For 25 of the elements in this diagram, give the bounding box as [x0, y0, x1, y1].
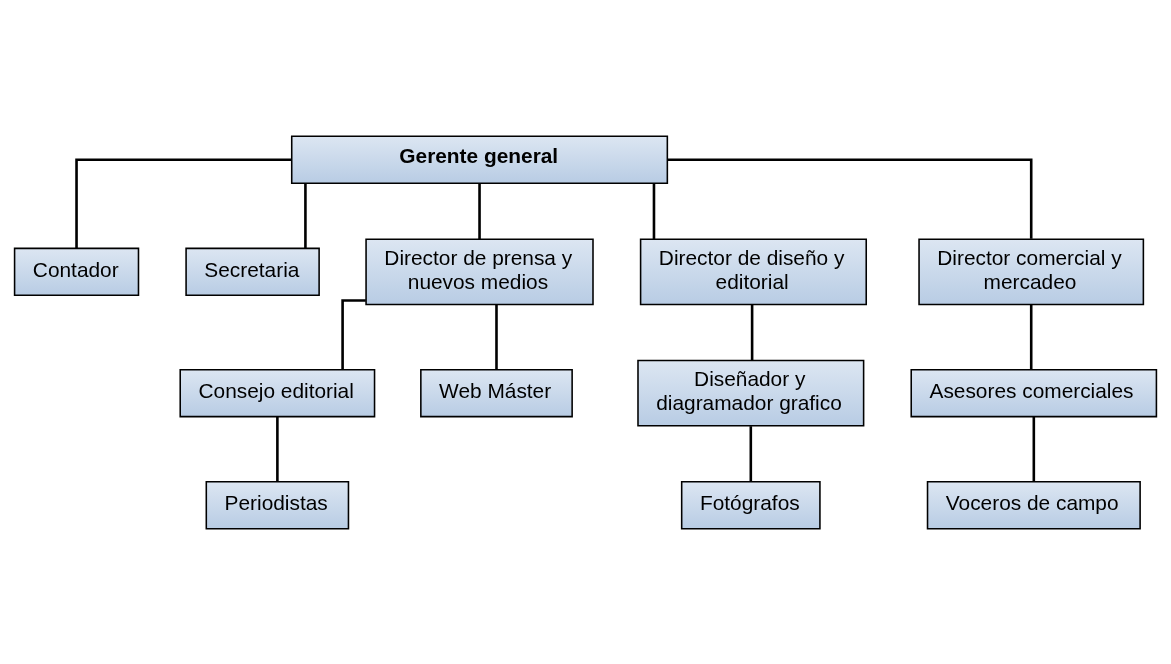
connector — [652, 183, 656, 239]
connector — [750, 304, 754, 360]
node-box: Secretaria — [185, 247, 320, 296]
connector — [1032, 416, 1036, 482]
connector — [749, 425, 753, 482]
node-box: Director de prensa y nuevos medios — [365, 237, 594, 305]
node-box: Diseñador y diagramador grafico — [637, 359, 865, 427]
connector — [495, 304, 498, 370]
connector — [667, 157, 1033, 239]
node-box: Gerente general — [290, 134, 669, 184]
connector — [75, 157, 292, 248]
node-box: Fotógrafos — [680, 480, 821, 530]
node-box: Director comercial y mercadeo — [918, 237, 1145, 305]
node-box: Contador — [13, 247, 140, 296]
connector — [304, 183, 307, 248]
connector — [276, 416, 279, 482]
node-box: Voceros de campo — [926, 480, 1141, 530]
node-box: Asesores comerciales — [910, 368, 1158, 417]
node-box: Web Máster — [420, 368, 573, 417]
node-box: Periodistas — [205, 480, 350, 530]
connector — [1029, 304, 1033, 370]
connector — [341, 298, 366, 369]
node-box: Consejo editorial — [179, 368, 376, 417]
node-box: Director de diseño y editorial — [639, 237, 867, 305]
connector — [478, 183, 481, 239]
